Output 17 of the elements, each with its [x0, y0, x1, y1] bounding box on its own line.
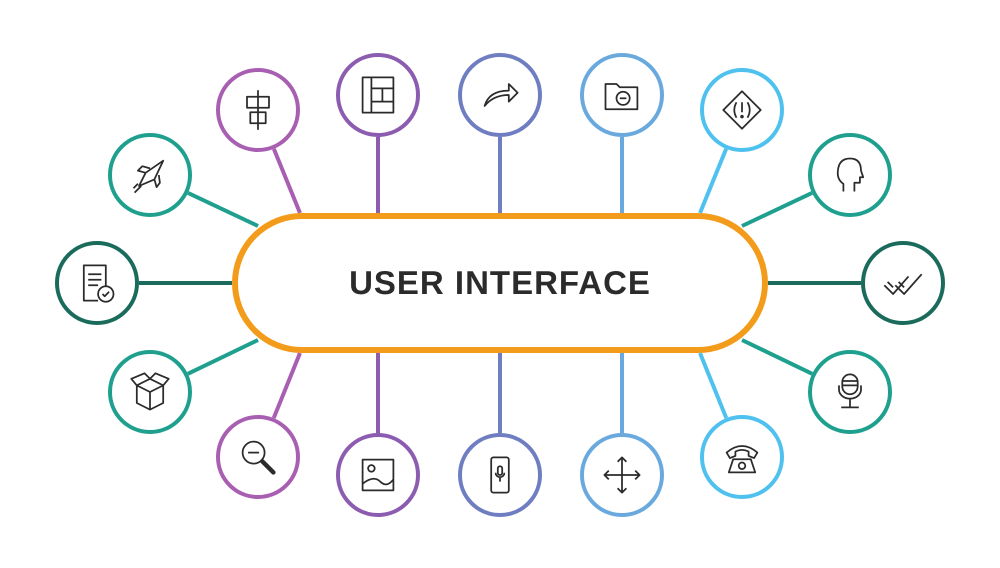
connector-line: [498, 353, 502, 433]
connector-line: [376, 353, 380, 433]
connector-line: [620, 353, 624, 433]
connector-line: [741, 191, 813, 228]
connector-line: [376, 137, 380, 213]
connector-line: [620, 137, 624, 213]
connector-line: [187, 191, 259, 228]
connector-line: [139, 281, 232, 285]
connector-line: [186, 338, 259, 376]
connector-line: [768, 281, 861, 285]
connector-line: [698, 352, 728, 419]
connector-line: [272, 148, 302, 214]
connector-line: [498, 137, 502, 213]
title-pill: USER INTERFACE: [232, 213, 768, 353]
connector-line: [698, 148, 728, 214]
connector-line: [272, 352, 302, 419]
connector-line: [741, 338, 814, 376]
